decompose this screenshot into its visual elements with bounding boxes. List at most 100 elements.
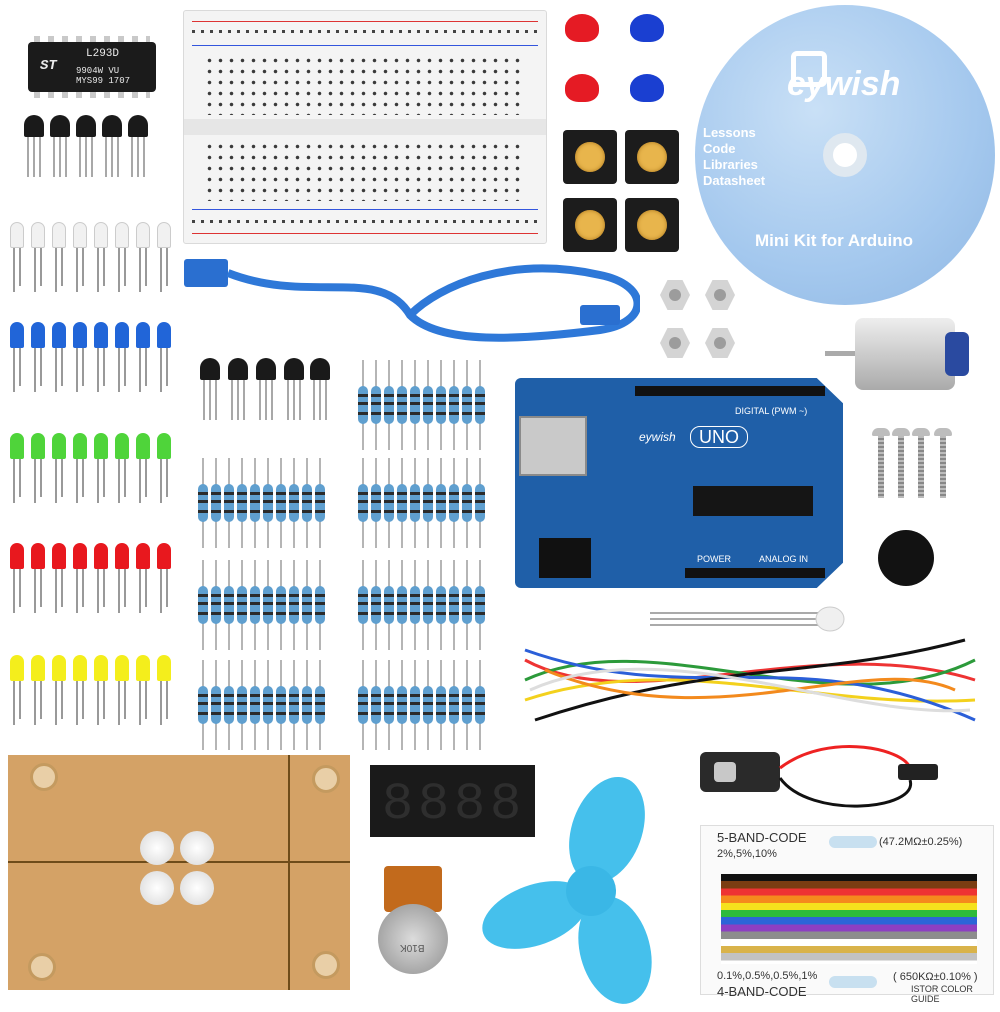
led-yellow — [73, 655, 87, 725]
led-clear — [94, 222, 108, 292]
resistor — [250, 458, 260, 548]
chip-marking-1: L293D — [86, 48, 120, 60]
resistor — [449, 660, 459, 750]
screw — [872, 428, 890, 498]
led-blue — [31, 322, 45, 392]
resistor — [276, 660, 286, 750]
led-red — [10, 543, 24, 613]
resistor — [423, 660, 433, 750]
resistor — [371, 560, 381, 650]
led-blue — [73, 322, 87, 392]
resistor — [384, 360, 394, 450]
resistor — [371, 360, 381, 450]
five-band-example: (47.2MΩ±0.25%) — [879, 836, 963, 848]
led-green — [52, 433, 66, 503]
resistor — [289, 660, 299, 750]
four-band-tolerance: 0.1%,0.5%,0.5%,1% — [717, 970, 818, 982]
color-guide-label: ISTOR COLOR GUIDE — [911, 984, 973, 1004]
resistor — [423, 458, 433, 548]
battery-clip — [700, 752, 780, 792]
arduino-uno-board: DIGITAL (PWM ~) eywish UNO POWER ANALOG … — [515, 378, 843, 588]
resistor — [371, 660, 381, 750]
led-yellow — [136, 655, 150, 725]
resistor — [436, 458, 446, 548]
screw — [934, 428, 952, 498]
led-green — [94, 433, 108, 503]
push-button — [625, 198, 679, 252]
resistor — [302, 458, 312, 548]
resistor — [384, 458, 394, 548]
fan-hub — [566, 866, 616, 916]
cd-subtitle: Mini Kit for Arduino — [755, 231, 914, 250]
cd-brand: eywish — [787, 65, 901, 103]
resistor — [397, 360, 407, 450]
resistor — [198, 660, 208, 750]
led-red — [157, 543, 171, 613]
resistor — [462, 560, 472, 650]
resistor — [462, 360, 472, 450]
hex-nut — [705, 280, 735, 310]
resistor — [302, 660, 312, 750]
color-table — [721, 874, 977, 964]
screw — [892, 428, 910, 498]
usb-b-port — [519, 416, 587, 476]
five-band-tolerance: 2%,5%,10% — [717, 848, 777, 860]
led-clear — [73, 222, 87, 292]
led-yellow — [157, 655, 171, 725]
led-yellow — [52, 655, 66, 725]
resistor — [397, 560, 407, 650]
resistor — [436, 660, 446, 750]
resistor — [315, 560, 325, 650]
resistor — [449, 458, 459, 548]
resistor — [397, 458, 407, 548]
motor-driver-chip: ST L293D 9904W VU MYS99 1707 — [28, 36, 156, 98]
hex-nut — [660, 280, 690, 310]
led-yellow — [115, 655, 129, 725]
potentiometer-label: B10K — [400, 942, 425, 953]
push-button — [625, 130, 679, 184]
resistor — [410, 560, 420, 650]
cd-center-hole — [823, 133, 867, 177]
chip-marking-2: 9904W VU — [76, 66, 120, 76]
led-blue — [52, 322, 66, 392]
resistor-color-code-card: 5-BAND-CODE 2%,5%,10% (47.2MΩ±0.25%) 0.1… — [700, 825, 994, 1004]
acrylic-base-plate — [8, 755, 350, 990]
led-red — [94, 543, 108, 613]
resistor — [237, 458, 247, 548]
jumper-wires — [524, 638, 976, 722]
resistor — [276, 458, 286, 548]
resistor — [237, 660, 247, 750]
resistor — [276, 560, 286, 650]
resistor — [475, 560, 485, 650]
resistor — [449, 560, 459, 650]
led-red — [136, 543, 150, 613]
led-green — [73, 433, 87, 503]
hex-nut — [660, 328, 690, 358]
resistor — [358, 560, 368, 650]
microcontroller-chip — [693, 486, 813, 516]
analog-label: ANALOG IN — [759, 554, 809, 564]
battery-wire — [778, 745, 938, 808]
board-brand: eywish — [639, 430, 676, 444]
led-clear — [52, 222, 66, 292]
led-yellow — [94, 655, 108, 725]
resistor — [263, 458, 273, 548]
board-model: UNO — [690, 426, 748, 448]
led-green — [115, 433, 129, 503]
led-green — [136, 433, 150, 503]
resistor — [449, 360, 459, 450]
cd-item-libraries: Libraries — [703, 157, 758, 172]
resistor — [462, 660, 472, 750]
st-logo: ST — [40, 58, 57, 74]
resistor — [224, 660, 234, 750]
resistor — [410, 660, 420, 750]
resistor — [289, 560, 299, 650]
cd-item-lessons: Lessons — [703, 125, 756, 140]
blue-button-cap — [630, 14, 664, 42]
led-clear — [31, 222, 45, 292]
resistor — [410, 458, 420, 548]
resistor — [475, 660, 485, 750]
dc-motor — [825, 318, 969, 390]
led-red — [52, 543, 66, 613]
resistor — [224, 560, 234, 650]
